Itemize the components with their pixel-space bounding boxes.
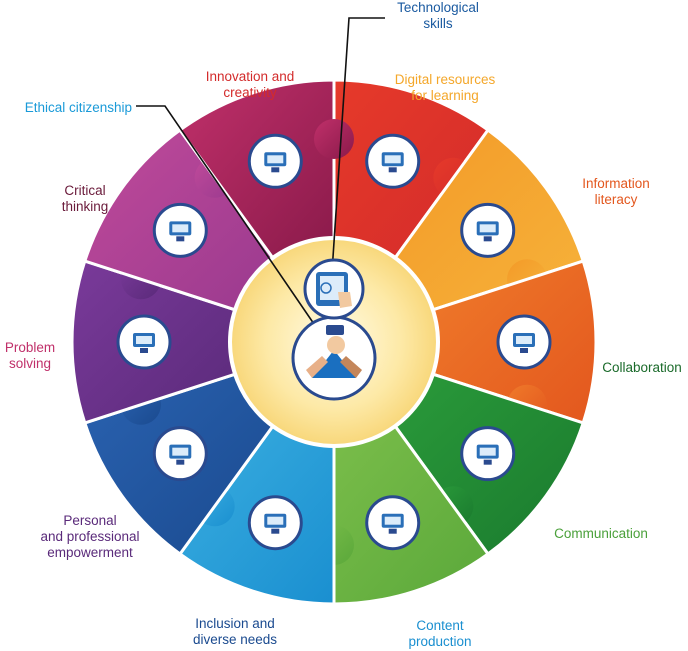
label-collaboration: Collaboration — [602, 360, 682, 375]
label-communication: Communication — [554, 526, 648, 541]
label-inclusion: Inclusion and diverse needs — [192, 616, 278, 647]
team-gear-icon — [460, 426, 516, 482]
search-documents-icon — [496, 314, 552, 370]
label-digital: Digital resources for learning — [394, 72, 496, 103]
leader-line-ethical — [136, 105, 315, 325]
chat-bubbles-icon — [365, 495, 421, 551]
hands-together-icon — [291, 315, 377, 401]
label-technological: Technological skills — [397, 0, 479, 31]
label-critical: Critical thinking — [61, 183, 109, 214]
cycle-arrows-icon — [152, 426, 208, 482]
label-personal: Personal and professional empowerment — [40, 513, 140, 560]
label-content: Content production — [408, 618, 472, 649]
target-icon — [152, 202, 208, 258]
leader-line-technological — [330, 17, 385, 288]
puzzle-knob-critical — [314, 119, 354, 159]
leader-lines — [136, 17, 385, 325]
brain-question-icon — [247, 133, 303, 189]
label-ethical: Ethical citizenship — [24, 100, 132, 115]
tablet-touch-icon — [303, 258, 365, 320]
laptop-book-icon — [460, 202, 516, 258]
label-problem: Problem solving — [4, 340, 56, 371]
label-information: Information literacy — [582, 176, 650, 207]
video-screen-icon — [247, 495, 303, 551]
label-innovation: Innovation and creativity — [205, 69, 295, 100]
lightbulb-icon — [365, 133, 421, 189]
cloud-network-icon — [116, 314, 172, 370]
puzzle-segments — [70, 78, 598, 606]
segment-icons — [116, 133, 552, 551]
